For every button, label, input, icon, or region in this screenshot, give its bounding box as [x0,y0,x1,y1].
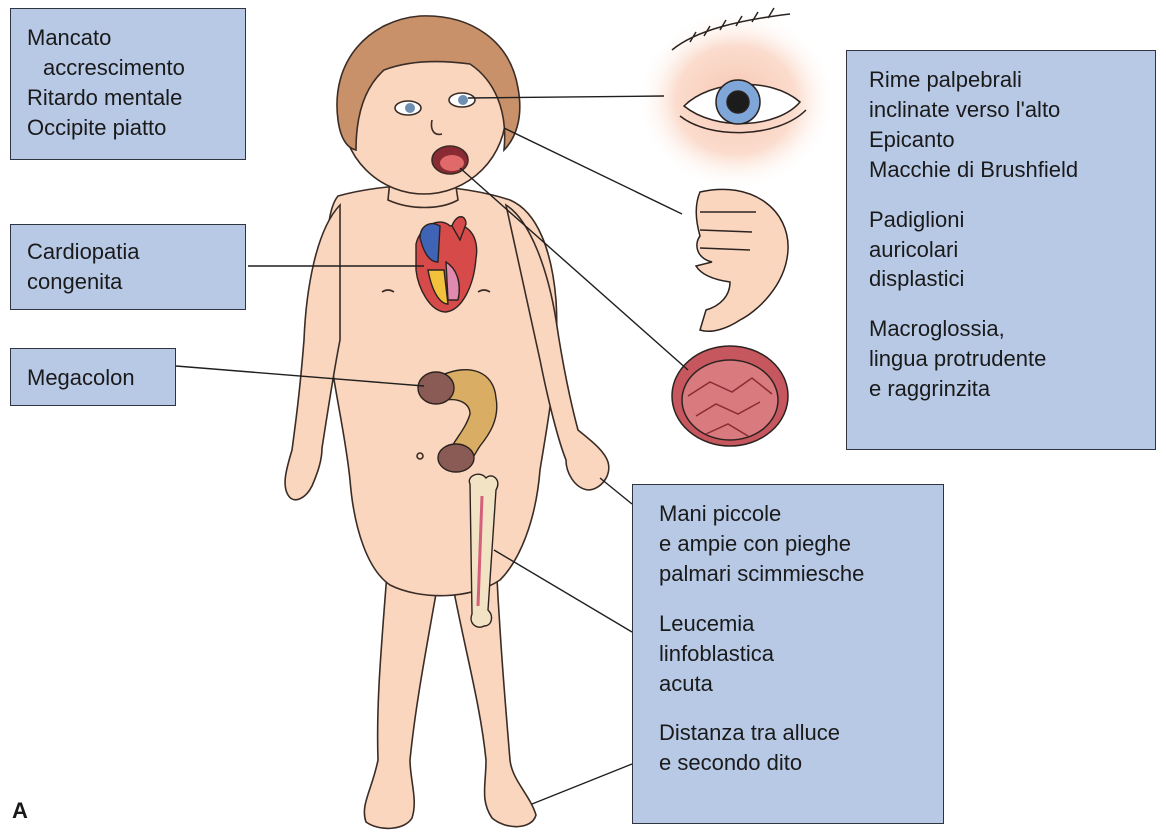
label-growth-line-1: Mancato [27,23,245,53]
right-leg [448,560,536,827]
label-leukemia-line-3: acuta [659,669,943,699]
label-ear-line-3: displastici [869,264,1155,294]
label-tongue-line-3: e raggrinzita [869,374,1155,404]
label-tongue-line-1: Macroglossia, [869,314,1155,344]
panel-letter: A [12,798,28,824]
label-growth-line-2: accrescimento [27,53,245,83]
label-hands-leukemia-toes: Mani piccole e ampie con pieghe palmari … [632,484,944,824]
label-hands-line-2: e ampie con pieghe [659,529,943,559]
label-eye-line-3: Epicanto [869,125,1155,155]
label-eye-line-2: inclinate verso l'alto [869,95,1155,125]
label-eye-ear-tongue: Rime palpebrali inclinate verso l'alto E… [846,50,1156,450]
label-growth-line-3: Ritardo mentale [27,83,245,113]
left-leg [364,560,442,828]
tongue-detail [672,346,788,446]
ear-detail [696,189,788,331]
label-hands-line-1: Mani piccole [659,499,943,529]
label-heart-line-2: congenita [27,267,245,297]
label-leukemia-line-2: linfoblastica [659,639,943,669]
label-growth-line-4: Occipite piatto [27,113,245,143]
label-colon-line-1: Megacolon [27,363,175,393]
label-ear-line-2: auricolari [869,235,1155,265]
label-growth: Mancato accrescimento Ritardo mentale Oc… [10,8,246,160]
child-figure [285,16,609,829]
label-toes-line-2: e secondo dito [659,748,943,778]
label-hands-line-3: palmari scimmiesche [659,559,943,589]
label-leukemia-line-1: Leucemia [659,609,943,639]
label-heart-line-1: Cardiopatia [27,237,245,267]
label-toes-line-1: Distanza tra alluce [659,718,943,748]
label-heart: Cardiopatia congenita [10,224,246,310]
label-tongue-line-2: lingua protrudente [869,344,1155,374]
eye-detail [636,8,836,190]
label-eye-line-4: Macchie di Brushfield [869,155,1155,185]
label-eye-line-1: Rime palpebrali [869,65,1155,95]
label-ear-line-1: Padiglioni [869,205,1155,235]
label-colon: Megacolon [10,348,176,406]
left-arm [285,205,340,500]
